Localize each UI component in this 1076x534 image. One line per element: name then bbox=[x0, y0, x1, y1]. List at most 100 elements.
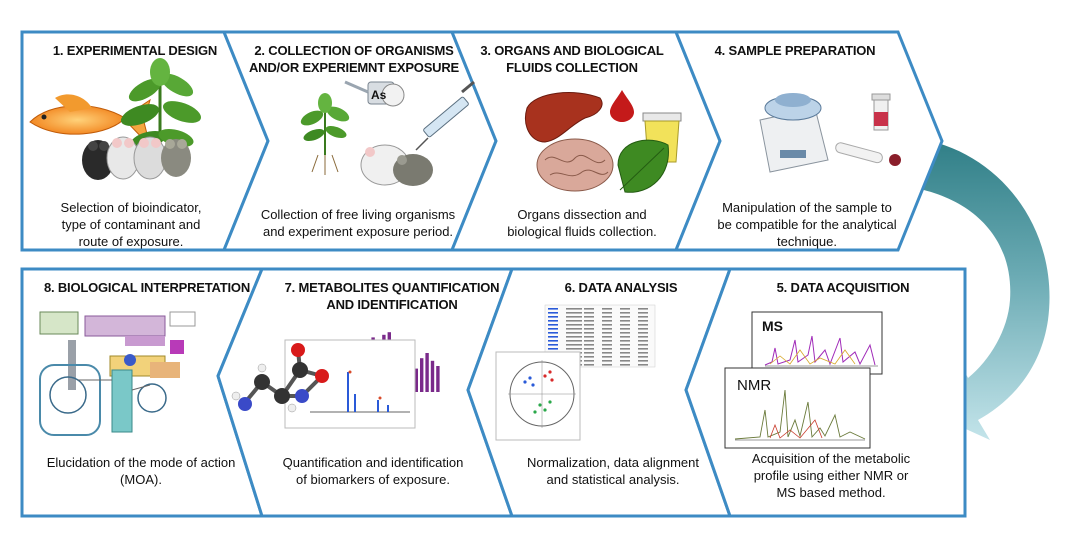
brain-icon bbox=[536, 138, 614, 192]
illustration-table-cell bbox=[602, 352, 612, 354]
illustration-table-cell bbox=[638, 328, 648, 330]
seedling-icon bbox=[300, 93, 350, 175]
illustration-table-cell bbox=[602, 356, 612, 358]
step-2-title: 2. COLLECTION OF ORGANISMS AND/OR EXPERI… bbox=[244, 42, 464, 76]
illustration-table-cell bbox=[620, 312, 630, 314]
illustration-table-cell bbox=[566, 344, 582, 346]
illustration-bar bbox=[420, 358, 424, 392]
illustration-table-cell bbox=[620, 356, 630, 358]
illustration-table-cell bbox=[584, 344, 594, 346]
step-7-title-text: METABOLITES QUANTIFICATION AND IDENTIFIC… bbox=[298, 280, 500, 312]
illustration-table-cell bbox=[548, 328, 558, 330]
illustration-table-cell bbox=[620, 332, 630, 334]
step-6-title-text: DATA ANALYSIS bbox=[578, 280, 678, 295]
step-6-title: 6. DATA ANALYSIS bbox=[546, 279, 696, 296]
leaf-icon bbox=[617, 139, 669, 193]
illustration-table-cell bbox=[584, 336, 594, 338]
illustration-table-cell bbox=[548, 348, 558, 350]
illustration-table-cell bbox=[638, 324, 648, 326]
illustration-bar bbox=[414, 368, 418, 392]
illustration-table-cell bbox=[620, 340, 630, 342]
illustration-table-cell bbox=[620, 364, 630, 366]
illustration-table-cell bbox=[638, 312, 648, 314]
illustration-bar bbox=[436, 366, 440, 392]
step-3-title: 3. ORGANS AND BIOLOGICAL FLUIDS COLLECTI… bbox=[474, 42, 670, 76]
illustration-table-cell bbox=[584, 308, 594, 310]
illustration-bar bbox=[430, 360, 435, 392]
illustration-table-cell bbox=[602, 364, 612, 366]
illustration-table-cell bbox=[602, 336, 612, 338]
illustration-table-cell bbox=[566, 348, 582, 350]
illustration-table-cell bbox=[638, 320, 648, 322]
arsenic-badge: As bbox=[371, 88, 387, 102]
illustration-table-cell bbox=[566, 320, 582, 322]
illustration-table-cell bbox=[584, 324, 594, 326]
liver-icon bbox=[525, 92, 603, 143]
step-7-number: 7. bbox=[284, 280, 296, 295]
step-3-number: 3. bbox=[480, 43, 491, 58]
bar-chart-icon bbox=[284, 322, 445, 429]
step-4-number: 4. bbox=[714, 43, 726, 58]
illustration-table-cell bbox=[602, 348, 612, 350]
blood-drop-icon bbox=[610, 90, 634, 122]
step-5-number: 5. bbox=[776, 280, 788, 295]
illustration-table-cell bbox=[548, 332, 558, 334]
step-1-title: 1. EXPERIMENTAL DESIGN bbox=[40, 42, 230, 59]
illustration-table-cell bbox=[638, 336, 648, 338]
illustration-table-cell bbox=[602, 324, 612, 326]
illustration-table-cell bbox=[602, 308, 612, 310]
syringe-icon bbox=[415, 80, 475, 151]
illustration-table-cell bbox=[638, 356, 648, 358]
illustration-table-cell bbox=[584, 312, 594, 314]
illustration-table-cell bbox=[548, 340, 558, 342]
step-6-description: Normalization, data alignment and statis… bbox=[527, 455, 699, 487]
illustration-table-cell bbox=[566, 324, 582, 326]
illustration-table-cell bbox=[584, 364, 594, 366]
illustration-table-cell bbox=[638, 316, 648, 318]
step-1-title-text: EXPERIMENTAL DESIGN bbox=[66, 43, 218, 58]
step-5-title: 5. DATA ACQUISITION bbox=[758, 279, 928, 296]
step-7-description: Quantification and identification of bio… bbox=[282, 455, 464, 487]
illustration-table-cell bbox=[638, 308, 648, 310]
illustration-table-cell bbox=[566, 336, 582, 338]
step-4-description: Manipulation of the sample to be compati… bbox=[717, 200, 897, 249]
illustration-table-cell bbox=[620, 352, 630, 354]
illustration-table-cell bbox=[638, 348, 648, 350]
illustration-table-cell bbox=[620, 360, 630, 362]
illustration-table-cell bbox=[548, 324, 558, 326]
illustration-table-cell bbox=[566, 340, 582, 342]
illustration-table-cell bbox=[602, 320, 612, 322]
step-3-description: Organs dissection and biological fluids … bbox=[507, 207, 657, 239]
molecule-icon bbox=[231, 343, 329, 413]
illustration-table-cell bbox=[620, 344, 630, 346]
illustration-table-cell bbox=[602, 328, 612, 330]
illustration-table-cell bbox=[566, 328, 582, 330]
illustration-table-cell bbox=[602, 332, 612, 334]
illustration-table-cell bbox=[602, 312, 612, 314]
illustration-table-cell bbox=[566, 312, 582, 314]
illustration-table-cell bbox=[620, 328, 630, 330]
ms-label: MS bbox=[762, 318, 783, 334]
step-7-title: 7. METABOLITES QUANTIFICATION AND IDENTI… bbox=[278, 279, 506, 313]
step-5-description: Acquisition of the metabolic profile usi… bbox=[751, 451, 911, 500]
step-1-number: 1. bbox=[52, 43, 64, 58]
illustration-table-cell bbox=[584, 320, 594, 322]
mice-icon bbox=[360, 144, 433, 186]
watering-can-icon bbox=[344, 80, 405, 107]
illustration-table-cell bbox=[548, 308, 558, 310]
step-3-title-text: ORGANS AND BIOLOGICAL FLUIDS COLLECTION bbox=[494, 43, 664, 75]
illustration-table-cell bbox=[620, 308, 630, 310]
illustration-table-cell bbox=[584, 332, 594, 334]
mice-icon bbox=[82, 136, 191, 180]
illustration-table-cell bbox=[566, 308, 582, 310]
illustration-bar bbox=[425, 353, 429, 392]
illustration-table-cell bbox=[620, 336, 630, 338]
illustration-table-cell bbox=[548, 320, 558, 322]
illustration-table-cell bbox=[584, 352, 594, 354]
pca-plot-icon bbox=[495, 351, 581, 441]
illustration-table-cell bbox=[548, 336, 558, 338]
illustration-table-cell bbox=[584, 328, 594, 330]
illustration-table-cell bbox=[638, 332, 648, 334]
illustration-table-cell bbox=[638, 340, 648, 342]
